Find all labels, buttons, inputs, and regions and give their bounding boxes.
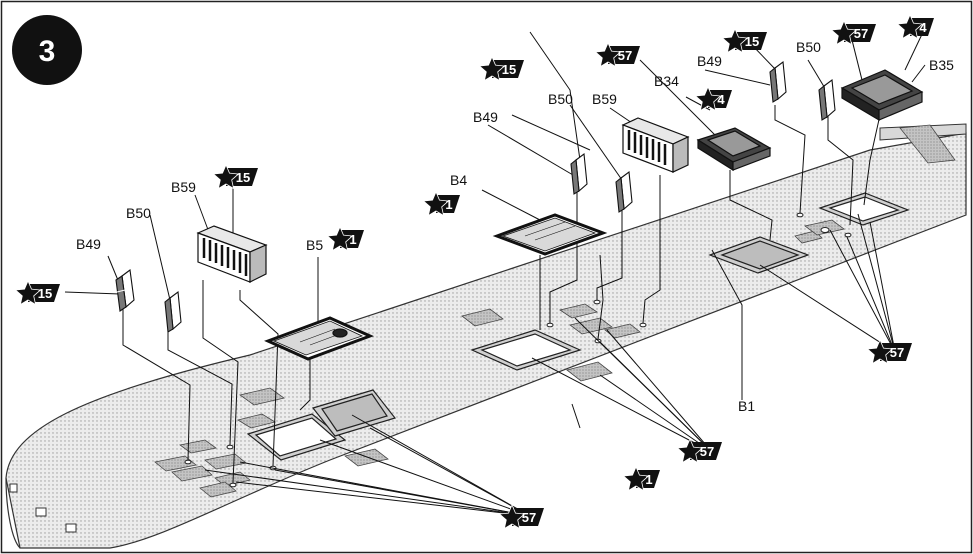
star-icon — [212, 163, 240, 190]
badge-flag — [608, 46, 640, 64]
badge-quantity-text: 57 — [700, 444, 714, 459]
quantity-badge-q15-b4: 15 — [478, 55, 524, 82]
base-board-b1 — [5, 123, 967, 549]
label-b49-mid: B49 — [473, 109, 498, 125]
badge-quantity-text: 4 — [717, 92, 725, 107]
badge-quantity-text: 1 — [349, 232, 356, 247]
badge-flag — [512, 508, 544, 526]
star-icon — [830, 19, 858, 46]
badge-quantity-text: 15 — [502, 62, 516, 77]
label-b35: B35 — [929, 57, 954, 73]
label-b34: B34 — [654, 73, 679, 89]
badge-quantity-text: 1 — [445, 197, 452, 212]
badge-flag — [880, 343, 912, 361]
clip-b49-mid — [570, 152, 588, 195]
board-pads — [154, 124, 956, 498]
module-b34 — [696, 127, 772, 172]
clip-b50-left — [164, 290, 182, 333]
label-b50-right: B50 — [796, 39, 821, 55]
badge-flag — [735, 32, 767, 50]
badge-quantity-text: 57 — [618, 48, 632, 63]
quantity-badge-q57-b35: 57 — [830, 19, 876, 46]
badge-quantity-text: 15 — [38, 286, 52, 301]
label-b59-left: B59 — [171, 179, 196, 195]
plate-b5 — [264, 316, 374, 361]
quantity-badge-q1-bottom: 1 — [622, 465, 660, 492]
clip-b49-right — [769, 60, 787, 103]
quantity-badges: 15 15 1 15 1 57 4 15 57 4 57 57 1 57 — [14, 13, 934, 530]
badge-quantity-text: 57 — [890, 345, 904, 360]
badge-flag — [690, 442, 722, 460]
plate-b4 — [492, 213, 608, 256]
label-b50-mid: B50 — [548, 91, 573, 107]
star-icon — [14, 279, 42, 306]
star-icon — [676, 437, 704, 464]
label-b50-left: B50 — [126, 205, 151, 221]
badge-quantity-text: 57 — [854, 26, 868, 41]
quantity-badge-q4-b35: 4 — [896, 13, 934, 40]
mounting-holes — [184, 212, 852, 488]
clip-b49-left — [115, 268, 135, 312]
badge-quantity-text: 15 — [745, 34, 759, 49]
badge-flag — [844, 24, 876, 42]
board-frames — [246, 192, 910, 461]
quantity-badge-q57-right: 57 — [866, 338, 912, 365]
connector-b59-left — [196, 225, 268, 283]
label-b5: B5 — [306, 237, 323, 253]
quantity-badge-q15-right: 15 — [721, 27, 767, 54]
star-icon — [594, 41, 622, 68]
badge-flag — [492, 60, 524, 78]
badge-quantity-text: 1 — [645, 472, 652, 487]
star-icon — [498, 503, 526, 530]
quantity-badge-q15-mid: 15 — [212, 163, 258, 190]
label-b49-right: B49 — [697, 53, 722, 69]
star-icon — [478, 55, 506, 82]
clip-b50-mid — [615, 170, 633, 213]
star-icon — [694, 85, 722, 112]
quantity-badge-q4-b34: 4 — [694, 85, 732, 112]
badge-flag — [226, 168, 258, 186]
clip-b50-right — [818, 78, 836, 121]
star-icon — [326, 225, 354, 252]
pointer-lines-57 — [204, 213, 896, 517]
label-b4: B4 — [450, 172, 467, 188]
connector-b59-right — [621, 117, 690, 173]
quantity-badge-q57-mid: 57 — [676, 437, 722, 464]
label-b59-mid: B59 — [592, 91, 617, 107]
star-icon — [721, 27, 749, 54]
quantity-badge-q1-b4: 1 — [422, 190, 460, 217]
quantity-badge-q15-left: 15 — [14, 279, 60, 306]
badge-quantity-text: 57 — [522, 510, 536, 525]
badge-quantity-text: 15 — [236, 170, 250, 185]
quantity-badge-q1-b5: 1 — [326, 225, 364, 252]
module-b35 — [840, 69, 924, 122]
part-labels: B49 B50 B59 B5 B4 B49 B50 B59 B34 B49 B5… — [76, 39, 954, 414]
badge-flag — [28, 284, 60, 302]
label-b1: B1 — [738, 398, 755, 414]
star-icon — [422, 190, 450, 217]
step-badge: 3 — [12, 15, 82, 85]
label-b49-left: B49 — [76, 236, 101, 252]
quantity-badge-q57-left: 57 — [498, 503, 544, 530]
star-icon — [866, 338, 894, 365]
star-icon — [622, 465, 650, 492]
star-icon — [896, 13, 924, 40]
badge-quantity-text: 4 — [919, 20, 927, 35]
quantity-badge-q57-b34: 57 — [594, 41, 640, 68]
step-number: 3 — [39, 35, 56, 68]
